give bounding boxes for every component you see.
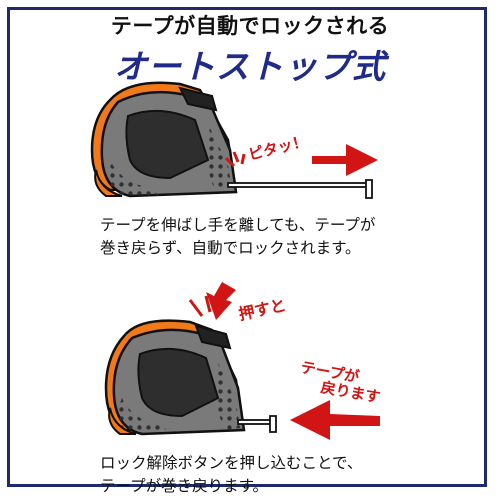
press-label: 押すと bbox=[237, 295, 288, 324]
header-title: オートストップ式 bbox=[114, 47, 386, 86]
press-arrow bbox=[206, 282, 236, 320]
tape-measure-top-illustration bbox=[90, 81, 373, 199]
pull-arrow-right bbox=[312, 144, 378, 176]
page-frame bbox=[7, 7, 487, 487]
click-sound-lines bbox=[224, 151, 246, 168]
tape-measure-bottom-illustration bbox=[104, 319, 277, 436]
top-caption: テープを伸ばし手を離しても、テープが 巻き戻らず、自動でロックされます。 bbox=[100, 214, 430, 260]
lock-sound-label: ピタッ！ bbox=[247, 132, 310, 164]
rewind-arrow-left bbox=[290, 400, 380, 440]
bottom-caption-line1: ロック解除ボタンを押し込むことで、 bbox=[100, 454, 363, 472]
bottom-caption: ロック解除ボタンを押し込むことで、 テープが巻き戻ります。 bbox=[100, 452, 430, 498]
bottom-caption-line2: テープが巻き戻ります。 bbox=[100, 477, 269, 495]
top-caption-line2: 巻き戻らず、自動でロックされます。 bbox=[100, 239, 361, 257]
header-subtitle: テープが自動でロックされる bbox=[110, 14, 390, 38]
top-caption-line1: テープを伸ばし手を離しても、テープが bbox=[100, 216, 376, 234]
